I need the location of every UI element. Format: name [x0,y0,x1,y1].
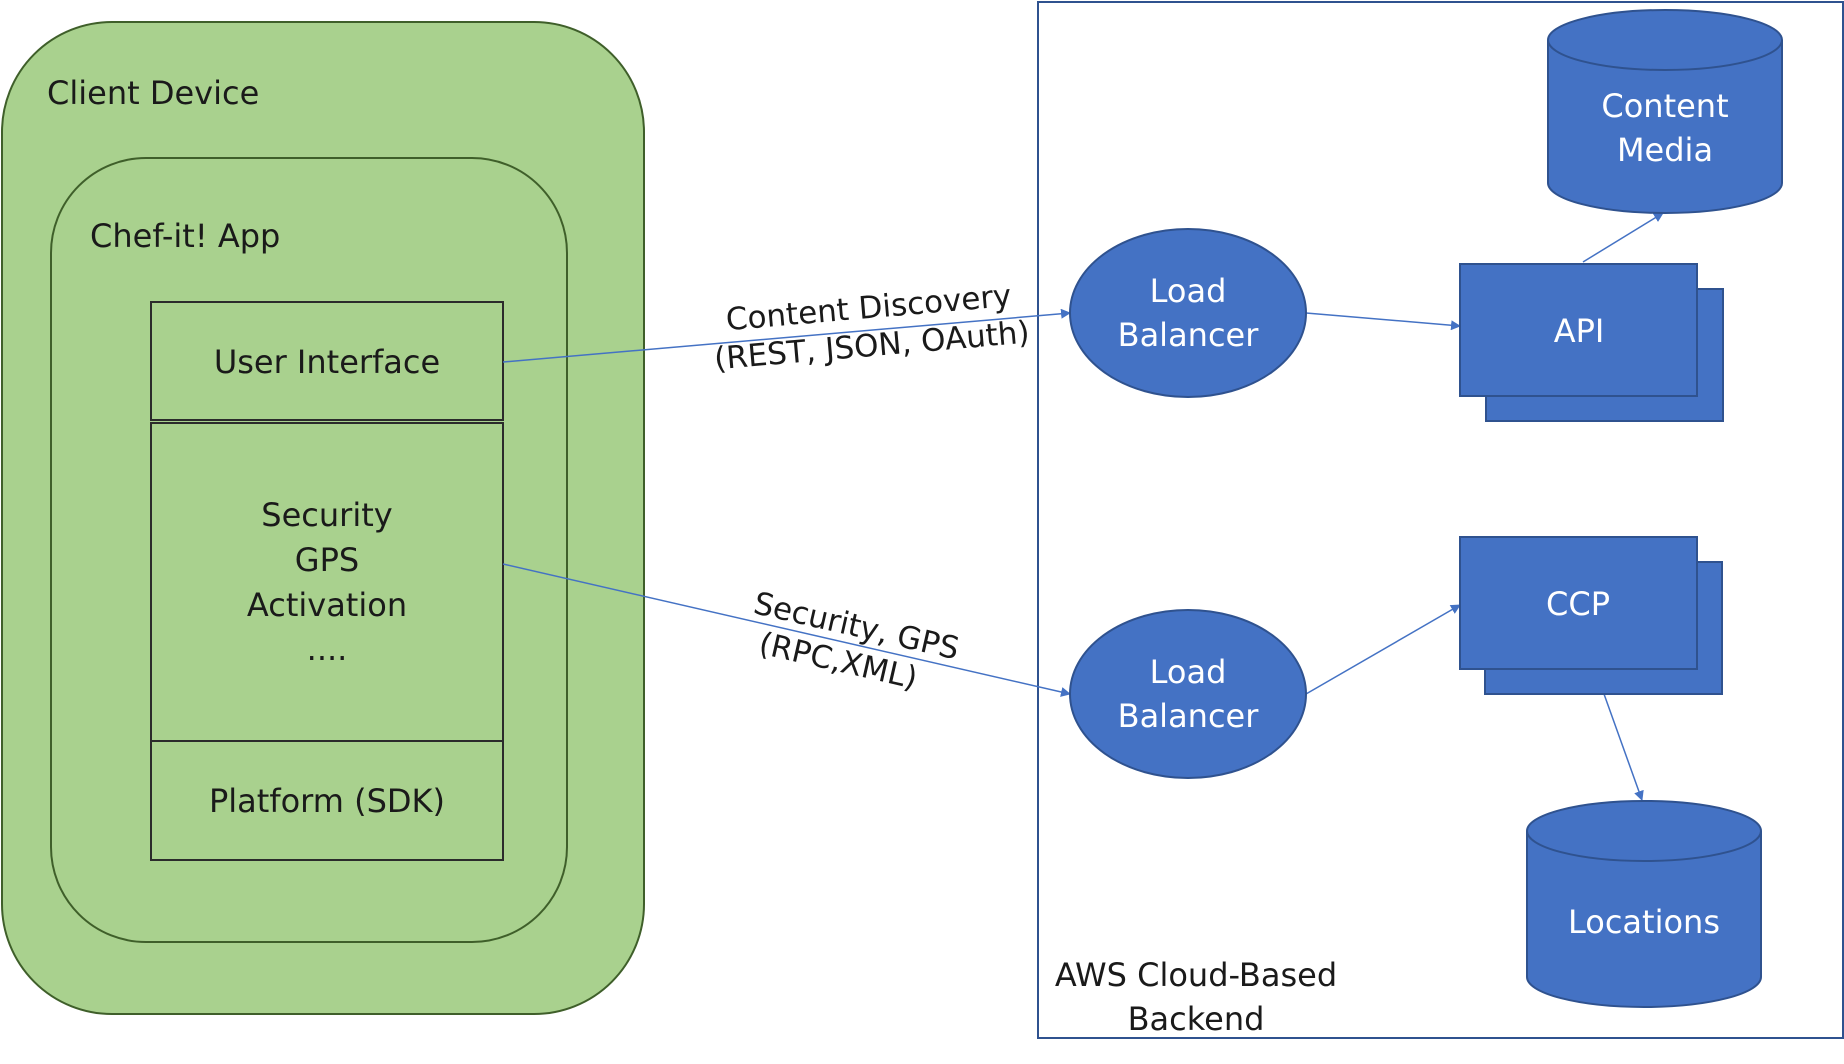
services-layer [150,422,504,742]
services-security-label: Security [261,496,392,534]
edge-ccp-to-locations [1603,693,1644,801]
edge-ui-to-load-balancer-top [502,308,1071,363]
aws-backend-label-line2: Backend [1128,1000,1265,1038]
locations-label: Locations [1568,903,1720,941]
aws-backend-label-line1: AWS Cloud-Based [1055,956,1337,994]
security-gps-edge-label: Security, GPS (RPC,XML) [750,585,962,696]
services-activation-label: Activation [247,586,407,624]
load-balancer-bottom-label-line2: Balancer [1118,697,1260,735]
client-device-label: Client Device [47,74,259,112]
ccp-box [1459,536,1698,670]
load-balancer-top-label-line1: Load [1150,272,1227,310]
edge-services-to-load-balancer-bottom [502,563,1071,697]
edge-load-balancer-bottom-to-ccp [1305,604,1461,695]
load-balancer-top [1069,228,1307,398]
content-discovery-edge-label: Content Discovery (REST, JSON, OAuth) [713,278,1031,377]
content-media-label-line2: Media [1617,131,1713,169]
locations-database [1526,800,1762,1008]
platform-sdk-label: Platform (SDK) [209,782,445,820]
platform-sdk-layer [150,740,504,861]
load-balancer-bottom [1069,609,1307,779]
chef-it-app-label: Chef-it! App [90,217,280,255]
api-box [1459,263,1698,397]
content-media-database [1547,9,1783,214]
ccp-label: CCP [1546,585,1610,623]
edge-api-to-content-media [1582,212,1664,263]
services-gps-label: GPS [295,541,359,579]
load-balancer-bottom-label-line1: Load [1150,653,1227,691]
services-more-label: .... [307,630,348,668]
aws-backend-box [1037,1,1844,1039]
edge-load-balancer-top-to-api [1305,312,1461,331]
user-interface-layer [150,301,504,421]
content-media-label-line1: Content [1601,87,1728,125]
load-balancer-top-label-line2: Balancer [1118,316,1260,354]
user-interface-label: User Interface [214,343,440,381]
api-label: API [1554,312,1605,350]
